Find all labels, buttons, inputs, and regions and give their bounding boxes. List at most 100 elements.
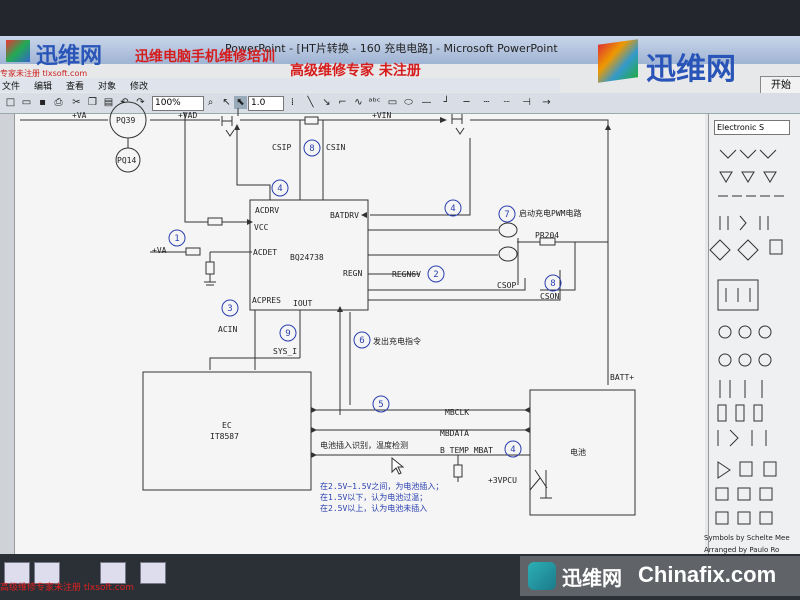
label-b-temp: B_TEMP_MBAT xyxy=(440,446,493,455)
zoom-icon[interactable]: ⌕ xyxy=(207,97,214,108)
pointer-icon[interactable]: ↖ xyxy=(222,97,231,108)
polyline-tool-icon[interactable]: ⌐ xyxy=(338,97,347,108)
label-chip: BQ24738 xyxy=(290,253,324,262)
zoom-select[interactable]: 100% xyxy=(152,96,204,111)
label-mbdata: MBDATA xyxy=(440,429,469,438)
copy-icon[interactable]: ❐ xyxy=(88,97,97,108)
marker-3 xyxy=(221,299,239,317)
rule-line-2: 在1.5V以下，认为电池过温； xyxy=(320,492,427,502)
label-regn: REGN xyxy=(343,269,362,278)
label-plus-va-top: +VA xyxy=(72,111,87,120)
marker-7-label: 7 xyxy=(504,210,509,220)
marker-4b xyxy=(444,199,462,217)
marker-4c xyxy=(504,440,522,458)
label-acpres: ACPRES xyxy=(252,296,281,305)
menu-bar xyxy=(0,78,560,92)
promo-banner-1: 迅维电脑手机维修培训 xyxy=(135,49,275,65)
marker-5-label: 5 xyxy=(378,400,383,410)
vertical-ruler xyxy=(0,114,15,554)
save-icon[interactable]: ▪ xyxy=(39,97,46,108)
slide-tab-4[interactable] xyxy=(140,562,166,584)
redo-icon[interactable]: ↷ xyxy=(136,97,145,108)
watermark: 迅维网 Chinafix.com xyxy=(520,556,800,596)
arrow-start-icon[interactable]: ⊣ xyxy=(522,97,531,108)
battery-box xyxy=(529,389,636,516)
label-sys-i: SYS_I xyxy=(273,347,297,356)
library-caption-1: Symbols by Schelte Mee xyxy=(704,534,790,542)
pq14-ellipse xyxy=(115,147,141,173)
symbol-library-panel xyxy=(708,114,800,554)
label-csin: CSIN xyxy=(326,143,345,152)
slide-tab-1[interactable] xyxy=(4,562,30,584)
mosfet-1 xyxy=(221,108,239,137)
new-file-icon[interactable]: □ xyxy=(5,97,16,108)
logo-right: 迅维网 xyxy=(598,39,788,87)
label-cson: CSON xyxy=(540,292,559,301)
rule-line-3: 在2.5V以上，认为电池未插入 xyxy=(320,503,427,513)
rectangle-tool-icon[interactable]: ▭ xyxy=(387,97,398,108)
marker-8b xyxy=(544,274,562,292)
marker-9-label: 9 xyxy=(285,329,290,339)
open-file-icon[interactable]: ▭ xyxy=(21,97,32,108)
promo-subtext: 专家未注册 tlxsoft.com xyxy=(0,69,88,78)
label-vpcu: +3VPCU xyxy=(488,476,517,485)
library-symbols[interactable] xyxy=(709,149,784,525)
cut-icon[interactable]: ✂ xyxy=(72,97,81,108)
select-tool-icon[interactable]: ⬉ xyxy=(234,96,247,109)
marker-4c-label: 4 xyxy=(510,445,515,455)
rule-line-1: 在2.5V~1.5V之间，为电池插入； xyxy=(320,481,443,491)
paste-icon[interactable]: ▤ xyxy=(103,97,114,108)
library-select[interactable]: Electronic S xyxy=(714,120,790,135)
line-width-select[interactable]: 1.0 xyxy=(248,96,284,111)
marker-9 xyxy=(279,324,297,342)
arrow-end-icon[interactable]: → xyxy=(542,97,551,108)
label-csip: CSIP xyxy=(272,143,291,152)
hline-tool-icon[interactable]: — xyxy=(421,97,432,108)
label-pr204: PR204 xyxy=(535,231,559,240)
logo-right-text: 迅维网 xyxy=(646,52,736,87)
label-battery: 电池 xyxy=(570,447,586,457)
label-vcc: VCC xyxy=(254,223,269,232)
dash-style-icon[interactable]: ┄ xyxy=(483,97,490,108)
label-acdet: ACDET xyxy=(253,248,277,257)
grid-icon[interactable]: ⁞ xyxy=(290,97,295,108)
curve-tool-icon[interactable]: ∿ xyxy=(354,97,363,108)
watermark-en: Chinafix.com xyxy=(638,562,777,587)
label-iout: IOUT xyxy=(293,299,312,308)
label-batt-plus: BATT+ xyxy=(610,373,634,382)
menu-file[interactable]: 文件 xyxy=(2,82,21,92)
line-tool-icon[interactable]: ╲ xyxy=(307,97,314,108)
ec-box xyxy=(142,371,312,491)
marker-8a xyxy=(303,139,321,157)
label-pwm-note: 启动充电PWM电路 xyxy=(519,208,581,218)
label-csop: CSOP xyxy=(497,281,516,290)
menu-modify[interactable]: 修改 xyxy=(130,82,149,92)
drawing-canvas[interactable] xyxy=(15,114,705,554)
mosfet-2 xyxy=(451,114,465,135)
label-cmd-note: 发出充电指令 xyxy=(373,336,421,346)
label-acin: ACIN xyxy=(218,325,237,334)
marker-5 xyxy=(372,395,390,413)
marker-4a-label: 4 xyxy=(277,184,282,194)
watermark-cn: 迅维网 xyxy=(562,566,622,590)
menu-edit[interactable]: 编辑 xyxy=(34,82,53,92)
ellipse-tool-icon[interactable]: ⬭ xyxy=(404,97,413,108)
promo-banner-2: 高级维修专家 未注册 xyxy=(290,63,421,79)
marker-2-label: 2 xyxy=(433,270,438,280)
menu-object[interactable]: 对象 xyxy=(98,82,117,92)
arrow-tool-icon[interactable]: ↘ xyxy=(322,97,331,108)
marker-3-label: 3 xyxy=(227,304,232,314)
line-style-icon[interactable]: ─ xyxy=(463,97,470,108)
dot-style-icon[interactable]: ┈ xyxy=(503,97,510,108)
menu-view[interactable]: 查看 xyxy=(66,82,85,92)
print-icon[interactable]: ⎙ xyxy=(54,97,63,108)
label-batdrv: BATDRV xyxy=(330,211,359,220)
marker-6-label: 6 xyxy=(359,336,364,346)
corner-tool-icon[interactable]: ┘ xyxy=(443,97,450,108)
slide-tab-3[interactable] xyxy=(100,562,126,584)
watermark-logo-icon xyxy=(528,562,556,590)
text-tool-icon[interactable]: ᵃᵇᶜ xyxy=(368,97,381,108)
slide-tab-2[interactable] xyxy=(34,562,60,584)
marker-4a xyxy=(271,179,289,197)
